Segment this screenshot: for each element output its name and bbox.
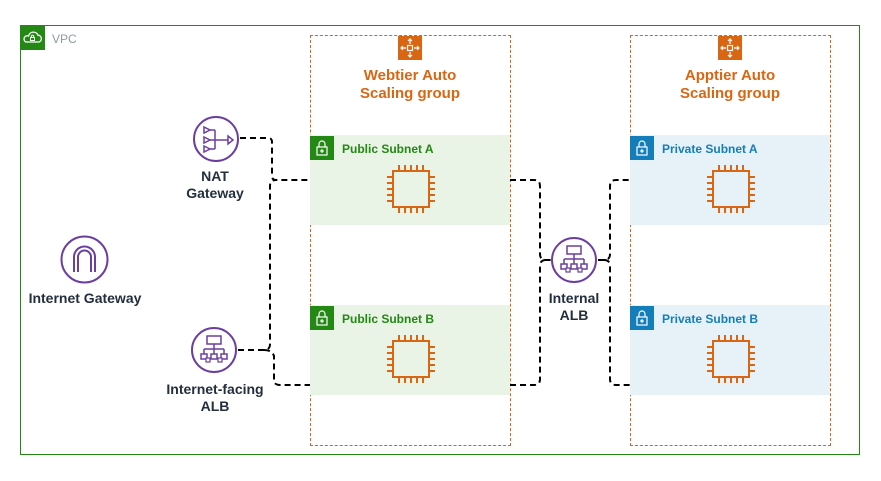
alb-to-web-b-line: [263, 349, 310, 386]
lock-icon: [310, 306, 334, 330]
web-a-to-internal-alb-line: [510, 179, 551, 261]
apptier-asg-title-line1: Apptier Auto: [684, 67, 776, 84]
apptier-asg-boundary: [630, 35, 831, 446]
webtier-asg-title-line2: Scaling group: [359, 85, 460, 102]
ec2-instance-icon: [385, 333, 437, 390]
webtier-asg-title: Webtier Auto Scaling group: [320, 67, 500, 103]
internet-alb-label: Internet-facing ALB: [160, 381, 270, 415]
lock-icon: [310, 136, 334, 160]
apptier-asg-title: Apptier Auto Scaling group: [640, 67, 820, 103]
internal-alb-label-line2: ALB: [559, 307, 589, 323]
internal-alb-to-app-b-line: [603, 259, 630, 386]
auto-scaling-icon: [718, 36, 742, 60]
internet-gateway-icon: [60, 235, 109, 289]
vpc-label: VPC: [52, 32, 77, 46]
ec2-instance-icon: [705, 333, 757, 390]
alb-to-web-a-line: [238, 179, 277, 351]
internet-alb-label-line2: ALB: [200, 398, 230, 414]
webtier-asg-boundary: [310, 35, 511, 446]
private-subnet-b-label: Private Subnet B: [662, 312, 759, 326]
ec2-instance-icon: [385, 163, 437, 220]
nat-gateway-label-line1: NAT: [201, 168, 229, 184]
internal-alb-label-line1: Internal: [548, 290, 600, 306]
internet-gateway-label: Internet Gateway: [28, 290, 142, 306]
webtier-asg-title-line1: Webtier Auto: [363, 67, 457, 84]
web-b-to-internal-alb-line: [510, 259, 547, 386]
vpc-container: [20, 25, 860, 455]
nat-gateway-label-line2: Gateway: [186, 185, 244, 201]
private-subnet-a-label: Private Subnet A: [662, 142, 758, 156]
apptier-asg-title-line2: Scaling group: [679, 85, 780, 102]
nat-gateway-icon: [192, 115, 240, 168]
ec2-instance-icon: [705, 163, 757, 220]
lock-icon: [630, 136, 654, 160]
cloud-lock-icon: [20, 25, 45, 50]
nat-gateway-label: NAT Gateway: [175, 168, 255, 202]
lock-icon: [630, 306, 654, 330]
public-subnet-a-label: Public Subnet A: [342, 142, 434, 156]
internet-alb-label-line1: Internet-facing: [166, 381, 264, 397]
internal-alb-to-app-a-line: [598, 179, 630, 261]
load-balancer-icon: [550, 236, 598, 289]
internal-alb-label: Internal ALB: [540, 290, 608, 324]
auto-scaling-icon: [398, 36, 422, 60]
public-subnet-b-label: Public Subnet B: [342, 312, 435, 326]
load-balancer-icon: [190, 326, 238, 379]
